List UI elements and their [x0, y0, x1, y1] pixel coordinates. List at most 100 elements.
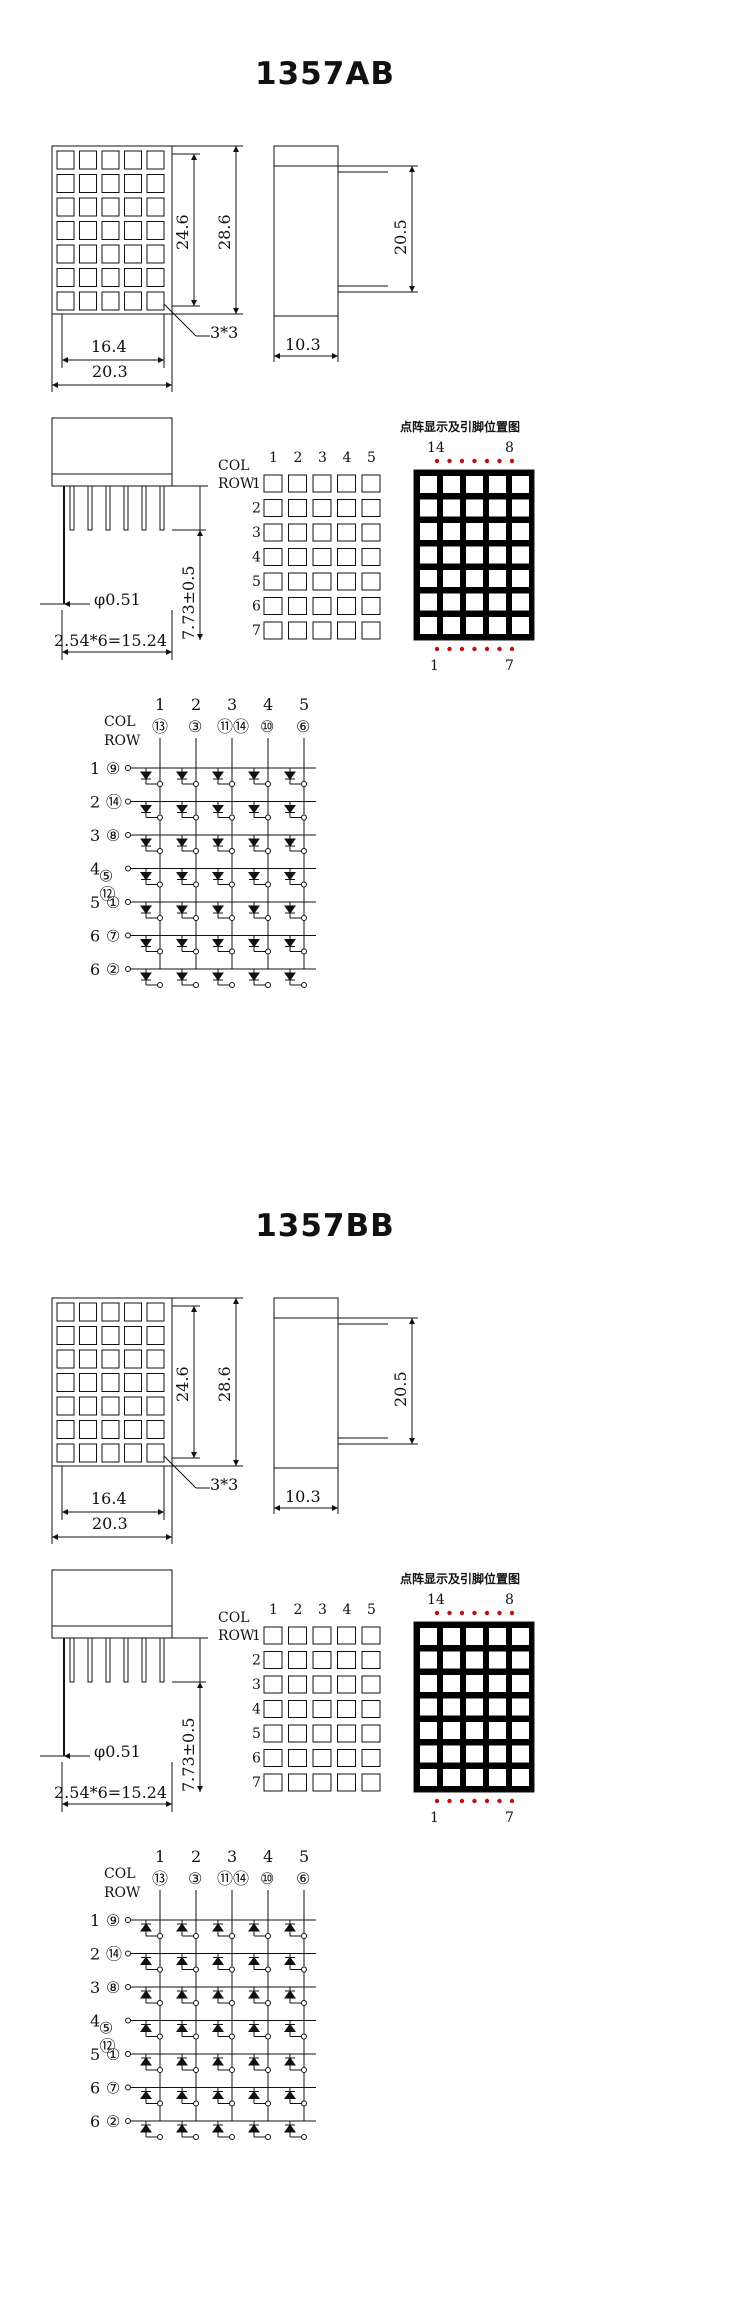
pin-label-top-right: 8 — [505, 1592, 514, 1608]
col-label: COL — [218, 1610, 250, 1626]
dimension-arrow — [62, 1801, 68, 1807]
led-diode — [140, 902, 163, 921]
dimension-arrow — [166, 1534, 172, 1540]
dot-cell — [124, 1326, 142, 1345]
matrix-window — [512, 1698, 529, 1716]
column-number: 4 — [263, 695, 273, 714]
side-view: 20.510.3 — [273, 145, 418, 362]
diode-symbol — [248, 2124, 260, 2133]
dot-cell — [124, 291, 142, 311]
dimension-arrow — [197, 1682, 203, 1688]
row-label: ROW — [218, 1628, 255, 1644]
pin-dot — [472, 1610, 477, 1616]
column-number: 2 — [191, 1847, 201, 1866]
pin — [159, 1637, 165, 1683]
matrix-window — [443, 499, 460, 517]
dimension-arrow — [166, 1801, 172, 1807]
led-diode — [212, 2020, 235, 2040]
junction-node — [265, 915, 271, 921]
row-number: 1 — [90, 1911, 100, 1930]
grid-cell — [312, 1626, 332, 1645]
grid-cell — [337, 1651, 356, 1669]
led-diode — [248, 1920, 271, 1939]
dim-inner-height: 24.6 — [173, 214, 192, 250]
diode-symbol — [140, 1990, 152, 1999]
diode-symbol — [248, 1956, 260, 1965]
grid-cell — [288, 621, 307, 640]
front-body — [51, 145, 173, 315]
dimension-arrow — [62, 1509, 68, 1515]
matrix-window — [489, 523, 506, 540]
dim-inner-width: 16.4 — [91, 337, 127, 356]
dot-cell — [79, 150, 97, 170]
grid-cell — [361, 499, 381, 517]
junction-node — [157, 948, 163, 955]
matrix-window — [420, 523, 437, 540]
led-diode — [284, 1920, 307, 1939]
pin-dot — [484, 458, 490, 464]
junction-node — [157, 2000, 163, 2006]
row-number: 7 — [252, 1775, 261, 1791]
schematic-col-label: COL — [104, 714, 136, 730]
diode-symbol — [284, 905, 296, 914]
grid-cell — [288, 1749, 307, 1767]
row-number: 1 — [90, 759, 100, 778]
row-number: 6 — [252, 1751, 261, 1767]
junction-node — [193, 2000, 199, 2006]
column-pin: ⑪⑭ — [217, 717, 249, 736]
column-number: 5 — [299, 1847, 309, 1866]
led-diode — [140, 868, 163, 888]
led-diode — [140, 969, 163, 988]
dot-cell — [79, 244, 97, 264]
led-diode — [176, 835, 199, 854]
dot-cell — [101, 174, 120, 193]
diode-symbol — [140, 2124, 152, 2133]
column-number: 3 — [227, 1847, 237, 1866]
column-pin: ⑬ — [152, 1869, 168, 1888]
matrix-window — [420, 593, 437, 611]
grid-cell — [312, 548, 332, 566]
junction-node — [229, 2000, 235, 2006]
matrix-window — [512, 476, 529, 493]
dot-cell — [56, 268, 75, 287]
dim-inner-width: 16.4 — [91, 1489, 127, 1508]
pin-label-top-left: 14 — [427, 1592, 445, 1608]
matrix-window — [466, 546, 483, 564]
pin-dot — [484, 1798, 490, 1804]
junction-node — [301, 848, 307, 854]
dimension-arrow — [191, 154, 197, 160]
junction-node — [265, 814, 271, 821]
matrix-window — [443, 1698, 460, 1716]
dot-cell — [56, 1373, 75, 1392]
grid-cell — [288, 597, 307, 615]
grid-cell — [361, 572, 381, 591]
led-diode — [176, 868, 199, 888]
grid-cell — [337, 474, 356, 493]
junction-node — [265, 881, 271, 888]
diode-symbol — [176, 2090, 188, 2099]
matrix-window — [420, 1675, 437, 1692]
junction-node — [157, 814, 163, 821]
row-number: 6 — [90, 2079, 100, 2098]
dot-cell — [79, 1349, 97, 1369]
pin-dot — [497, 1610, 502, 1616]
pin-dot — [509, 646, 515, 652]
matrix-window — [420, 1722, 437, 1739]
dimension-arrow — [64, 1753, 70, 1759]
junction-node — [265, 848, 271, 854]
dot-cell — [56, 221, 75, 240]
diode-symbol — [140, 972, 152, 981]
dot-cell — [56, 150, 75, 170]
led-diode — [248, 902, 271, 921]
row-number: 2 — [90, 793, 100, 812]
grid-cell — [312, 1724, 332, 1743]
led-diode — [284, 2087, 307, 2107]
pin-dot — [497, 646, 502, 652]
row-terminal — [125, 1950, 131, 1957]
diode-symbol — [248, 2057, 260, 2066]
grid-cell — [337, 523, 356, 542]
led-diode — [140, 1920, 163, 1939]
pin-dot — [434, 646, 440, 652]
